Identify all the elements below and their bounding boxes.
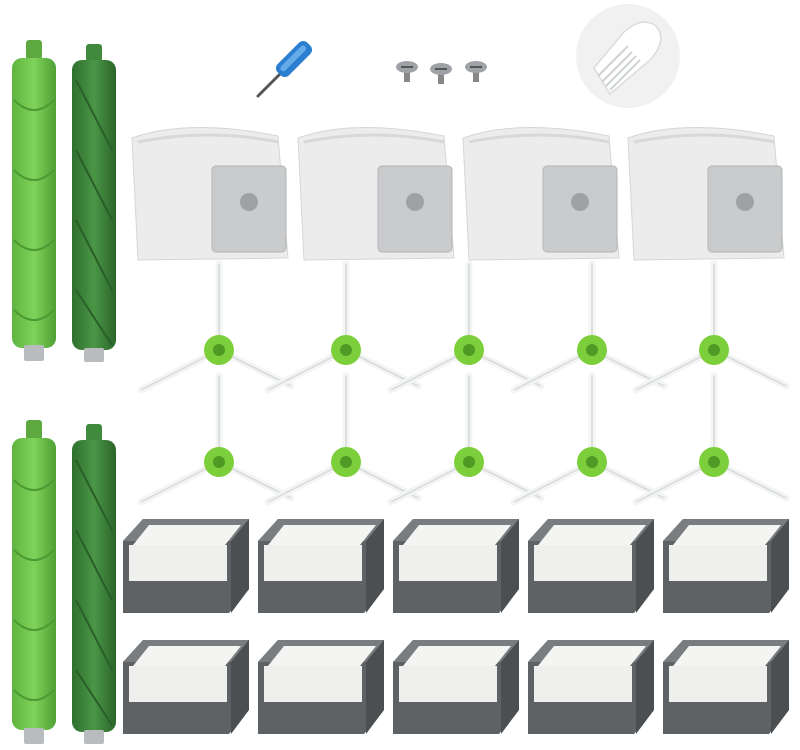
hepa-filter bbox=[659, 515, 793, 617]
dust-bag bbox=[294, 118, 458, 263]
hepa-filter bbox=[119, 636, 253, 738]
side-brush bbox=[262, 370, 422, 510]
side-brush bbox=[630, 370, 790, 510]
hepa-filter bbox=[389, 515, 523, 617]
roller-flexible-bottom bbox=[64, 420, 124, 750]
dust-bag bbox=[624, 118, 788, 263]
side-brush bbox=[135, 258, 295, 398]
hepa-filter bbox=[524, 636, 658, 738]
screw-icon bbox=[428, 60, 454, 86]
roller-bristle-top bbox=[4, 40, 64, 365]
screw-icon bbox=[463, 58, 489, 84]
hepa-filter bbox=[254, 636, 388, 738]
side-brush bbox=[508, 370, 668, 510]
side-brush bbox=[135, 370, 295, 510]
roller-bristle-bottom bbox=[4, 420, 64, 750]
dust-bag bbox=[128, 118, 292, 263]
cleaning-brush-icon bbox=[572, 2, 684, 110]
hepa-filter bbox=[659, 636, 793, 738]
hepa-filter bbox=[254, 515, 388, 617]
dust-bag bbox=[459, 118, 623, 263]
hepa-filter bbox=[389, 636, 523, 738]
screw-icon bbox=[394, 58, 420, 84]
hepa-filter bbox=[119, 515, 253, 617]
roller-flexible-top bbox=[64, 40, 124, 365]
screwdriver-icon bbox=[250, 28, 330, 103]
hepa-filter bbox=[524, 515, 658, 617]
side-brush bbox=[630, 258, 790, 398]
